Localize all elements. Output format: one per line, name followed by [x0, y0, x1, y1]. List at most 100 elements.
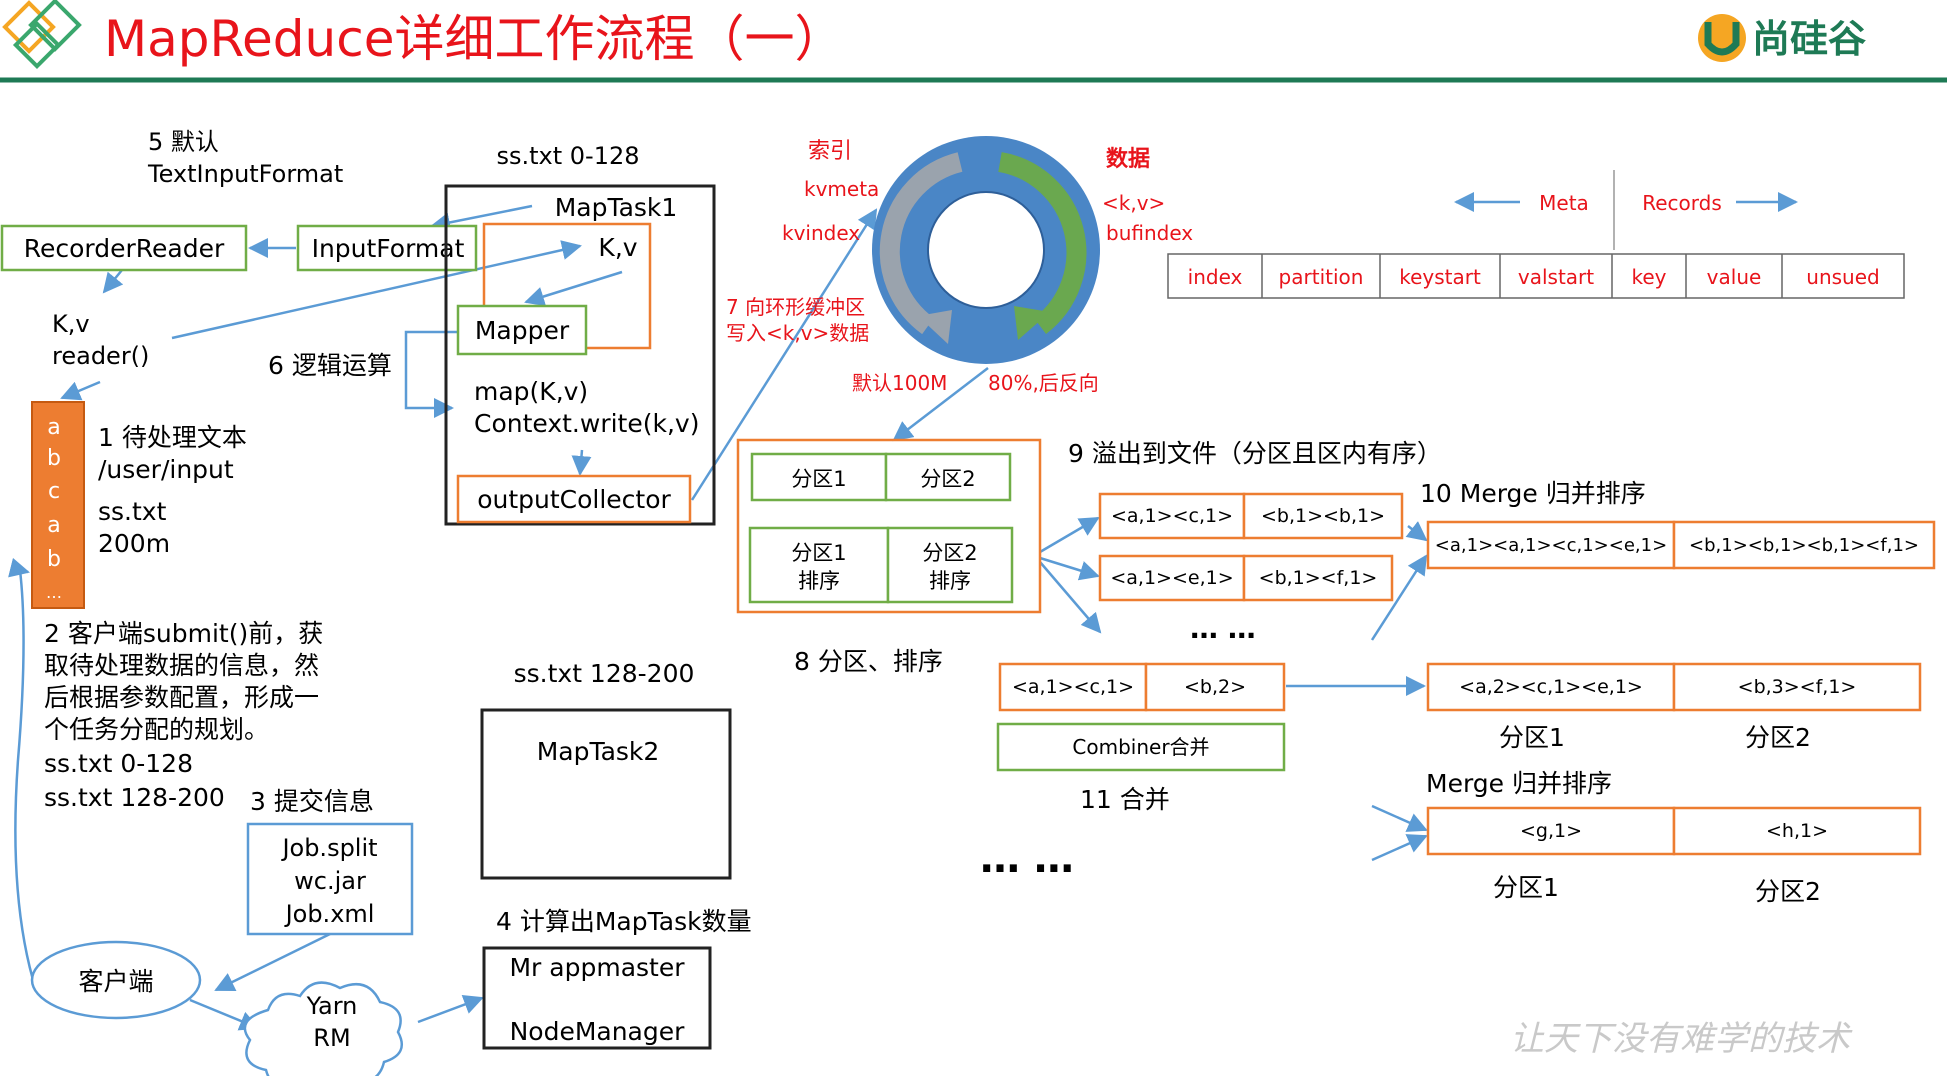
client-plan-line: 后根据参数配置，形成一	[44, 683, 319, 712]
partition2-final-label: 分区2	[1755, 877, 1821, 906]
maptask2-label: MapTask2	[537, 737, 660, 766]
text-input-format-label: TextInputFormat	[147, 160, 343, 188]
meta-field: key	[1631, 265, 1666, 289]
partition2-result-label: 分区2	[1745, 723, 1811, 752]
ring-write-line1: 7 向环形缓冲区	[726, 295, 865, 319]
spill-row2-right: <b,1><f,1>	[1259, 567, 1378, 589]
spill-row1-right: <b,1><b,1>	[1261, 505, 1385, 527]
appmaster-label: Mr appmaster	[509, 953, 685, 982]
job-xml-label: Job.xml	[284, 900, 375, 928]
ring-write-line2: 写入<k,v>数据	[726, 321, 869, 345]
input-file-block	[31, 401, 85, 609]
spill-row1-left-box	[1098, 492, 1246, 540]
file-char: b	[47, 446, 61, 471]
client-plan-line: 取待处理数据的信息，然	[44, 651, 319, 680]
spill-row1-left: <a,1><c,1>	[1111, 505, 1233, 527]
mapper-box	[456, 304, 588, 356]
ring-meta-arrowhead	[918, 310, 952, 344]
page-title: MapReduce详细工作流程（一）	[104, 10, 844, 68]
combine-output-left: <a,2><c,1><e,1>	[1459, 676, 1643, 698]
final-right: <h,1>	[1766, 820, 1828, 842]
input-path-label: /user/input	[98, 455, 234, 484]
kv-inner-label: K,v	[598, 233, 637, 262]
reader-call-label: reader()	[52, 342, 149, 370]
kvmeta-label: kvmeta	[804, 177, 879, 201]
maptask2-box	[480, 708, 732, 880]
file-name-label: ss.txt	[98, 497, 167, 526]
pending-text-label: 1 待处理文本	[98, 423, 247, 452]
meta-field: unsued	[1806, 265, 1879, 289]
client-plan-text: 2 客户端submit()前，获 取待处理数据的信息，然 后根据参数配置，形成一…	[44, 619, 323, 812]
partition1-result-label: 分区1	[1499, 723, 1565, 752]
file-char: …	[46, 583, 62, 602]
spill-row2-right-box	[1242, 554, 1394, 602]
index-label: 索引	[808, 139, 852, 164]
yarn-cloud	[243, 981, 403, 1076]
merge11-label: 11 合并	[1080, 785, 1170, 814]
partition2-sort-box	[886, 526, 1014, 604]
default-format-label: 5 默认	[148, 128, 219, 156]
combine-input-left-box	[998, 662, 1148, 712]
meta-field: keystart	[1399, 265, 1481, 289]
combiner-label: Combiner合并	[1072, 735, 1209, 759]
meta-field: index	[1188, 265, 1243, 289]
bufindex-label: bufindex	[1106, 221, 1193, 245]
reverse-80-label: 80%,后反向	[988, 371, 1099, 395]
ring-annotations: 索引 kvmeta kvindex 数据 <k,v> bufindex 7 向环…	[726, 139, 1193, 395]
partition2-label: 分区2	[920, 467, 975, 491]
partition1-box	[750, 452, 888, 502]
partition2-box	[884, 452, 1012, 502]
meta-field: valstart	[1518, 265, 1594, 289]
appmaster-box	[482, 946, 712, 1050]
client-plan-line: ss.txt 128-200	[44, 783, 225, 812]
split1-label: ss.txt 0-128	[496, 142, 639, 170]
merged-right-box	[1672, 520, 1936, 570]
file-size-label: 200m	[98, 529, 170, 558]
spill-row2-left-box	[1098, 554, 1246, 602]
output-collector-box	[456, 474, 692, 524]
file-char: a	[47, 513, 60, 538]
bottom-ellipsis: … …	[980, 836, 1074, 882]
ring-meta-arrow	[879, 152, 963, 335]
spill-row2-left: <a,1><e,1>	[1110, 567, 1233, 589]
client-plan-line: 2 客户端submit()前，获	[44, 619, 323, 648]
partition1-sort-label: 分区1	[791, 541, 846, 565]
data-label: 数据	[1106, 146, 1150, 172]
combine-output-right-box	[1672, 662, 1922, 712]
combine-output-left-box	[1426, 662, 1676, 712]
meta-field: value	[1707, 265, 1762, 289]
yarn-label: Yarn	[306, 992, 358, 1020]
job-files-box	[246, 822, 414, 936]
input-file-chars: a b c a b …	[46, 415, 62, 602]
recorder-reader-label: RecorderReader	[24, 234, 225, 263]
records-label: Records	[1642, 191, 1722, 215]
map-call-label: map(K,v)	[474, 377, 588, 406]
maptask1-label: MapTask1	[555, 193, 678, 222]
submit-info-label: 3 提交信息	[250, 787, 374, 816]
kvindex-label: kvindex	[782, 221, 860, 245]
client-plan-line: ss.txt 0-128	[44, 749, 193, 778]
partition1-sort-sub: 排序	[798, 569, 840, 593]
partition1-label: 分区1	[791, 467, 846, 491]
partition2-sort-sub: 排序	[929, 569, 971, 593]
meta-field: partition	[1279, 265, 1364, 289]
recorder-reader-box	[0, 224, 248, 272]
combine-output-right: <b,3><f,1>	[1738, 676, 1857, 698]
client-label: 客户端	[78, 967, 153, 996]
brand-logo-icon	[1698, 14, 1746, 62]
logo-diamonds	[2, 0, 82, 70]
meta-fields-table: index partition keystart valstart key va…	[1167, 253, 1905, 299]
kv-small-label: <k,v>	[1102, 191, 1165, 215]
compute-maptask-label: 4 计算出MapTask数量	[496, 907, 752, 936]
merge10-label: 10 Merge 归并排序	[1420, 479, 1646, 508]
default-100m-label: 默认100M	[852, 371, 947, 395]
partition-sort-label: 8 分区、排序	[794, 647, 943, 676]
merged-right: <b,1><b,1><b,1><f,1>	[1689, 535, 1919, 556]
spill-label: 9 溢出到文件（分区且区内有序）	[1068, 439, 1442, 468]
merged-left-box	[1426, 520, 1676, 570]
combine-input-right: <b,2>	[1184, 676, 1246, 698]
kv-reader-label: K,v	[52, 310, 90, 338]
final-left: <g,1>	[1520, 820, 1582, 842]
logic-label: 6 逻辑运算	[268, 351, 392, 380]
